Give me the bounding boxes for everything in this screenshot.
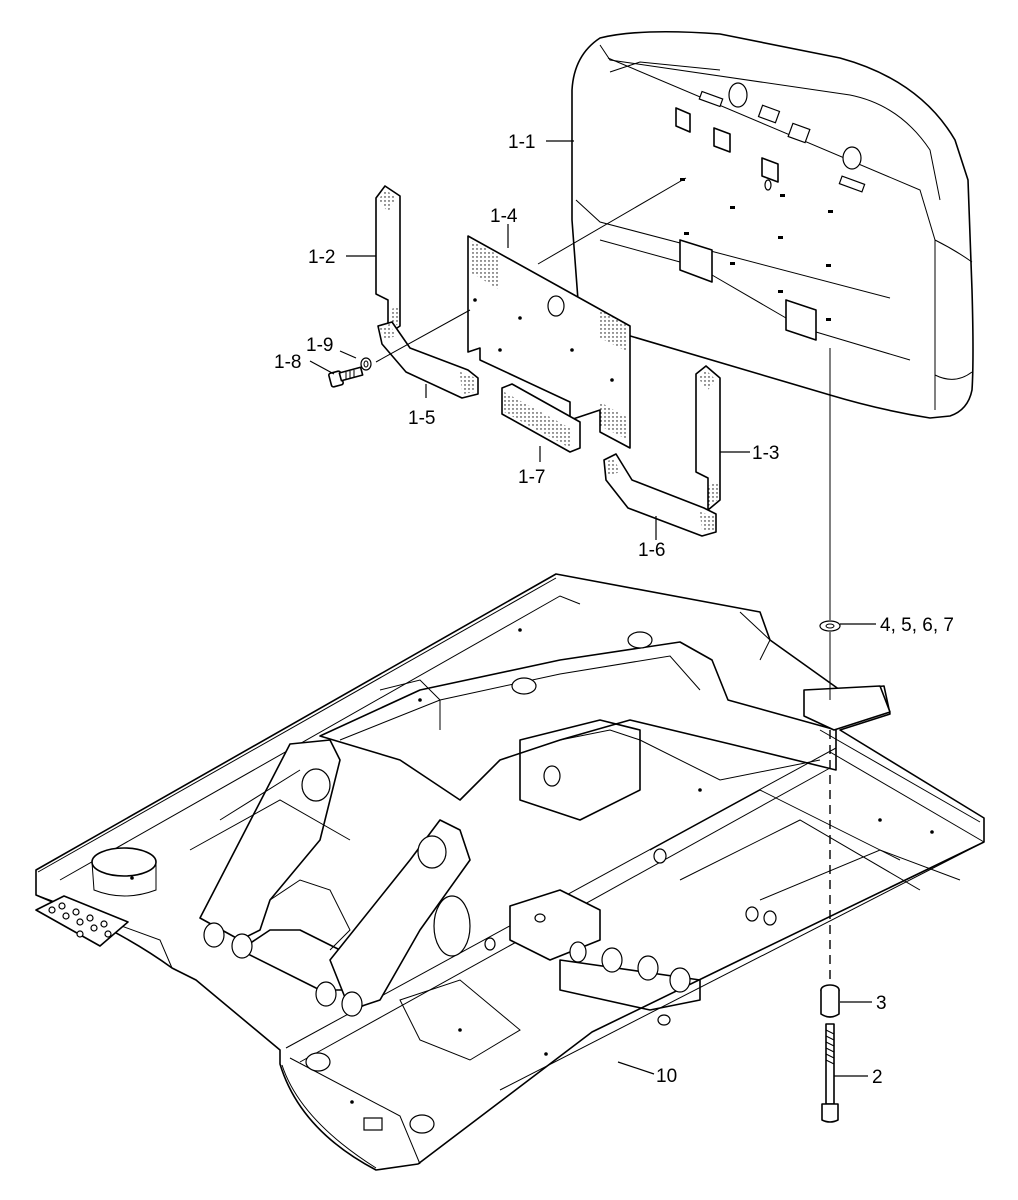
side-block-part-1-2 — [375, 185, 401, 335]
leader-lines — [309, 140, 876, 1077]
label-1-3: 1-3 — [752, 443, 779, 464]
washer-part-1-9 — [360, 357, 372, 371]
counterweight-part-1-1 — [571, 30, 974, 419]
bolt-part-2 — [821, 1023, 839, 1123]
upper-frame-part-10 — [35, 573, 985, 1171]
label-2: 2 — [872, 1067, 883, 1088]
side-block-part-1-3 — [695, 365, 721, 511]
label-1-6: 1-6 — [638, 540, 665, 561]
washer-parts-4-5-6-7 — [819, 620, 841, 632]
pad-part-1-7 — [501, 383, 581, 453]
label-1-9: 1-9 — [306, 335, 333, 356]
label-1-2: 1-2 — [308, 247, 335, 268]
label-1-5: 1-5 — [408, 408, 435, 429]
label-1-7: 1-7 — [518, 467, 545, 488]
label-1-4: 1-4 — [490, 206, 518, 227]
bracket-part-1-5 — [377, 321, 479, 399]
assembly-center-lines — [375, 177, 831, 980]
label-4-5-6-7: 4, 5, 6, 7 — [880, 615, 954, 636]
bolt-part-1-8 — [328, 366, 364, 388]
bracket-part-1-6 — [603, 453, 717, 537]
label-3: 3 — [876, 993, 887, 1014]
label-10: 10 — [656, 1066, 677, 1087]
label-1-8: 1-8 — [274, 352, 301, 373]
spacer-part-3 — [820, 984, 840, 1018]
label-1-1: 1-1 — [508, 132, 535, 153]
